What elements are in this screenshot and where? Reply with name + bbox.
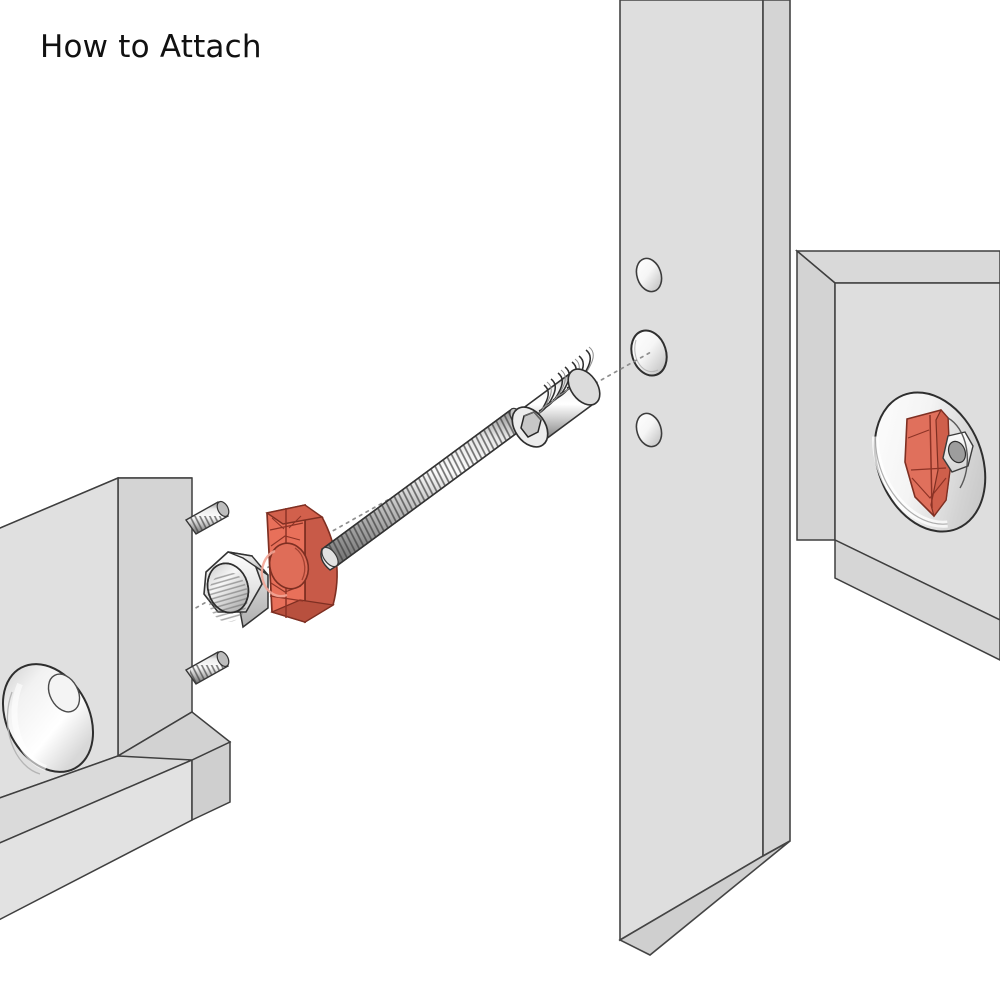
page-title: How to Attach bbox=[40, 29, 262, 65]
connector-bracket bbox=[260, 503, 338, 624]
right-beam-step-face bbox=[834, 538, 1000, 661]
left-beam-stud-lower bbox=[184, 650, 230, 685]
left-beam-step-chamfer bbox=[115, 711, 232, 761]
left-beam-stud-upper bbox=[184, 500, 230, 535]
seated-bracket bbox=[904, 408, 951, 518]
anchor-insert-hex-socket bbox=[511, 406, 549, 448]
bracket-ribs bbox=[269, 508, 304, 618]
threaded-rod bbox=[320, 407, 527, 571]
anchor-insert-collar bbox=[567, 368, 601, 406]
vertical-post-bottom-face bbox=[618, 840, 791, 956]
anchor-insert bbox=[511, 346, 601, 448]
counterbore-left-inner bbox=[47, 673, 81, 713]
right-beam-assembled-socket bbox=[871, 391, 987, 533]
left-beam-counterbore bbox=[1, 663, 95, 775]
hex-nut bbox=[203, 551, 269, 629]
vertical-post-front-face bbox=[619, 0, 764, 942]
bracket-central-bore bbox=[260, 542, 310, 598]
hex-nut-top-facet bbox=[227, 551, 269, 576]
post-hole-bottom bbox=[635, 412, 663, 448]
bracket-top-edge bbox=[265, 504, 324, 525]
left-beam bbox=[0, 476, 232, 921]
vertical-post bbox=[618, 0, 791, 956]
threaded-rod-chamfer-end bbox=[320, 546, 340, 571]
vertical-post-side-face bbox=[762, 0, 791, 858]
right-beam-end-face bbox=[796, 249, 836, 541]
bracket-bottom-edge bbox=[270, 599, 335, 623]
left-beam-end-face bbox=[117, 477, 193, 758]
seated-hex-nut bbox=[942, 431, 974, 473]
right-beam bbox=[794, 249, 1000, 661]
post-hole-top bbox=[635, 257, 663, 293]
